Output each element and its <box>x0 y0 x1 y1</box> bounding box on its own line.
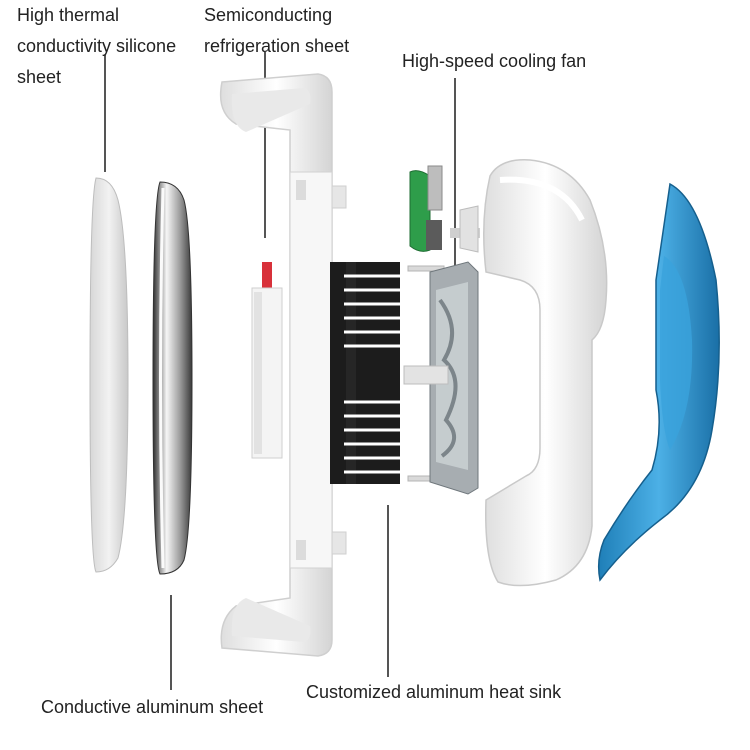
heat-sink-fins <box>344 274 400 474</box>
main-housing <box>219 73 347 657</box>
refrigeration-sheet <box>251 262 283 459</box>
label-semiconducting: Semiconducting refrigeration sheet <box>204 5 350 56</box>
aluminum-sheet <box>152 181 193 575</box>
aluminum-sheet-edge <box>159 187 165 569</box>
heat-sink <box>330 262 400 484</box>
label-aluminum-sheet: Conductive aluminum sheet <box>41 697 264 717</box>
pcb-board <box>409 165 480 253</box>
silicone-sheet <box>89 177 129 573</box>
label-cooling-fan: High-speed cooling fan <box>402 51 587 71</box>
blue-cover-inner <box>660 256 693 450</box>
label-thermal-silicone: High thermal conductivity silicone sheet <box>17 5 177 87</box>
label-heat-sink: Customized aluminum heat sink <box>306 682 562 702</box>
blue-cover <box>597 182 720 582</box>
rear-handle-highlight <box>499 176 585 222</box>
rear-handle-cover <box>483 159 608 587</box>
cooling-fan <box>403 261 479 495</box>
